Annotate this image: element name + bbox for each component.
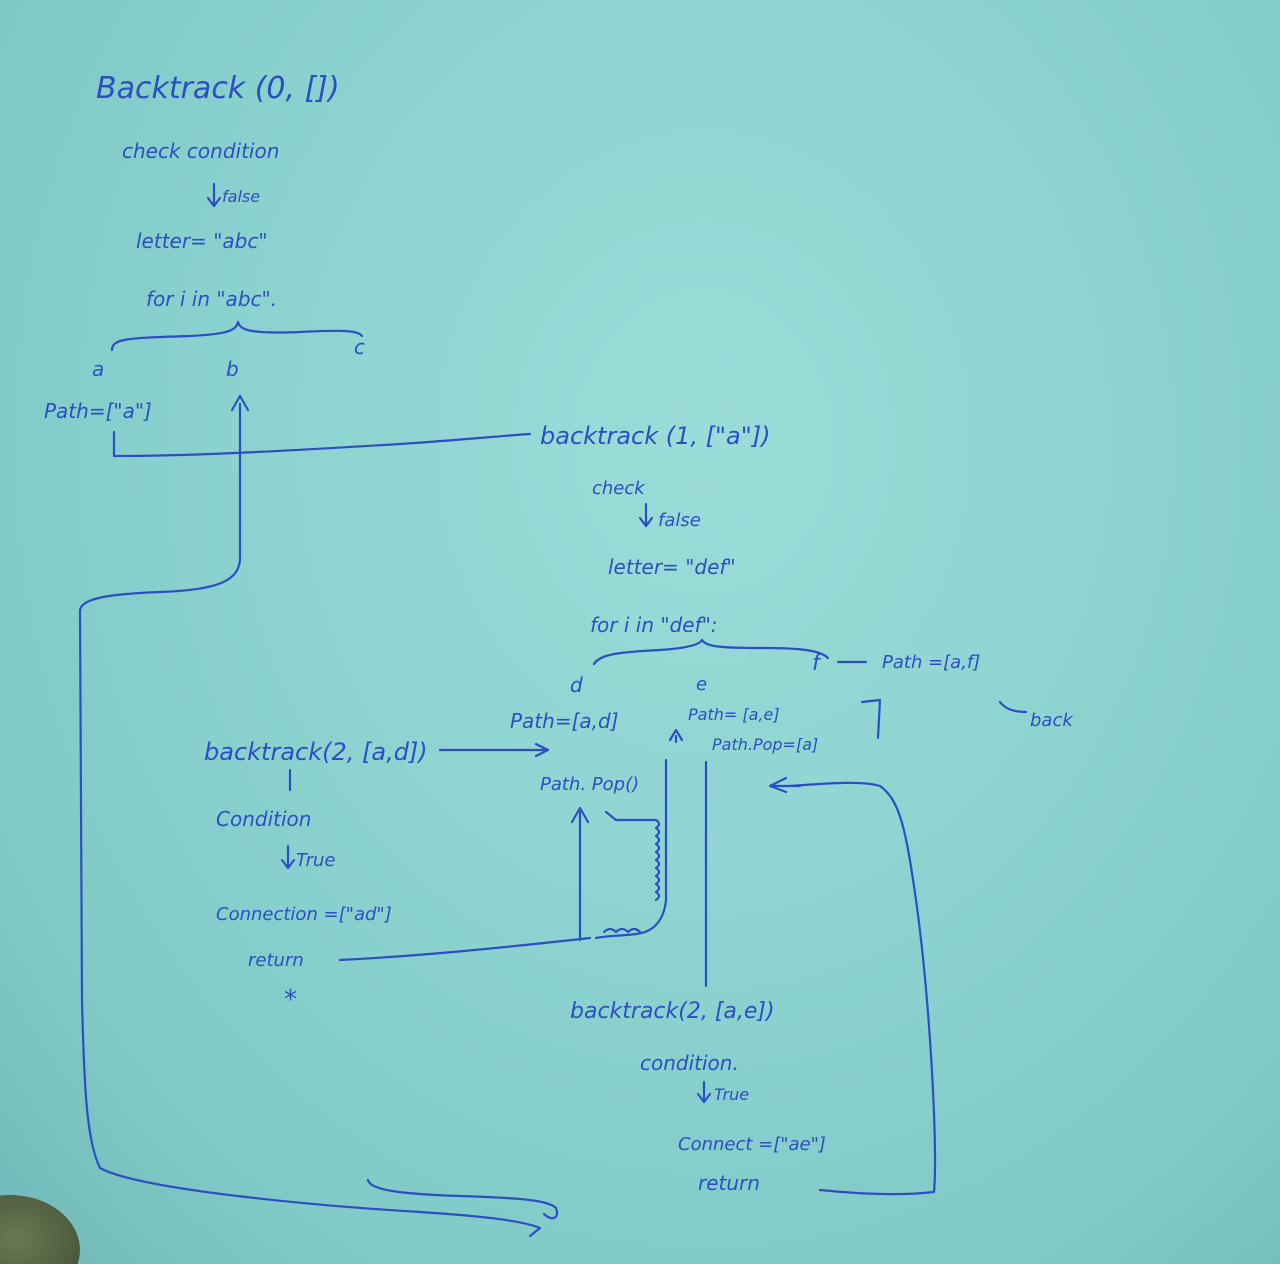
- leaf-ae-return: return: [698, 1171, 760, 1195]
- root-letters: letter= "abc": [136, 229, 268, 253]
- up-arrow-icon: [230, 394, 250, 412]
- scribble-bottom: [602, 927, 642, 934]
- leaf-ae-result: True: [714, 1085, 749, 1104]
- level1-path-e: Path= [a,e]: [688, 705, 780, 724]
- leaf-ad-star: *: [284, 985, 297, 1015]
- root-branch-brace: [110, 320, 364, 352]
- level1-pop-d: Path. Pop(): [540, 774, 639, 795]
- back-hook: [998, 700, 1028, 714]
- level1-branch-d: d: [570, 673, 583, 697]
- level1-branch-brace: [592, 638, 830, 666]
- pop-d-hook: [604, 810, 658, 822]
- level1-call: backtrack (1, ["a"]): [540, 422, 771, 450]
- root-branch-c: c: [354, 335, 365, 359]
- root-check-result: false: [222, 187, 260, 206]
- leaf-ad-condition: Condition: [216, 807, 311, 831]
- root-loop: for i in "abc".: [146, 287, 277, 311]
- return-loop-line: [78, 402, 542, 1238]
- leaf-ad-result: True: [296, 850, 335, 871]
- level1-check-result: false: [658, 510, 701, 531]
- root-call: Backtrack (0, []): [96, 71, 340, 106]
- level1-letters: letter= "def": [608, 555, 736, 579]
- root-check: check condition: [122, 139, 279, 163]
- root-branch-b: b: [226, 357, 239, 381]
- level1-path-f: Path =[a,f]: [882, 652, 980, 673]
- down-arrow-icon: [638, 502, 654, 528]
- level1-branch-f: f: [812, 651, 823, 676]
- pop-d-up-line: [570, 806, 590, 942]
- f-hook: [860, 698, 882, 740]
- level1-loop: for i in "def":: [590, 613, 718, 637]
- root-path: Path=["a"]: [44, 399, 152, 423]
- down-arrow-icon: [206, 182, 222, 208]
- return-line: [338, 936, 592, 962]
- down-arrow-icon: [696, 1080, 712, 1104]
- scribble-line: [594, 758, 668, 940]
- level1-check: check: [592, 478, 646, 499]
- leaf-ad-return: return: [248, 950, 304, 971]
- level1-branch-e: e: [696, 674, 707, 695]
- leaf-ae-return-loop: [788, 781, 937, 1196]
- bottom-brace: [366, 1178, 559, 1220]
- down-arrow-icon: [280, 844, 296, 870]
- leaf-ae-condition: condition.: [640, 1051, 739, 1075]
- call-connector: [112, 430, 532, 458]
- leaf-ad-combination: Connection =["ad"]: [216, 904, 392, 925]
- leaf-ad-call: backtrack(2, [a,d]): [204, 738, 428, 766]
- level1-back: back: [1030, 710, 1074, 731]
- level1-pop-e: Path.Pop=[a]: [712, 735, 818, 754]
- scribble-marks: [654, 818, 661, 902]
- path-d-to-call-arrow: [438, 742, 550, 758]
- root-branch-a: a: [92, 357, 104, 381]
- d-up-arrow: [668, 728, 684, 744]
- leaf-ae-call: backtrack(2, [a,e]): [570, 999, 775, 1024]
- leaf-ae-combination: Connect =["ae"]: [678, 1134, 826, 1155]
- level1-path-d: Path=[a,d]: [510, 709, 619, 733]
